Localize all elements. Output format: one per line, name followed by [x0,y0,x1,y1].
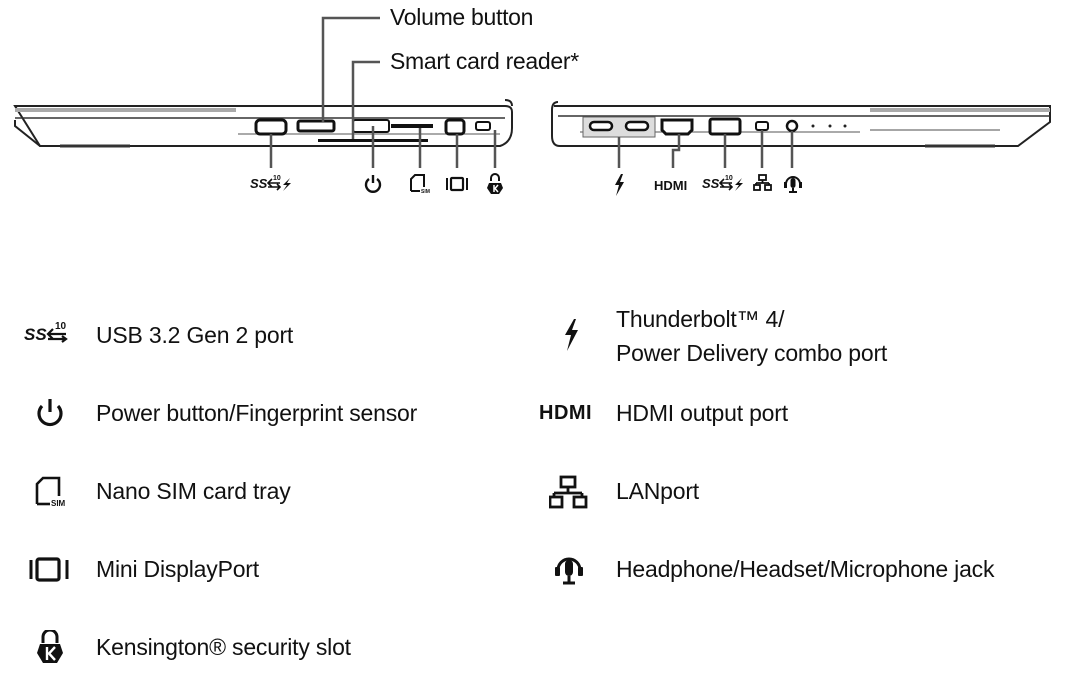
usb-ss10-pd-icon-left: SS 10 [702,175,743,191]
legend-label: HDMI output port [616,400,788,426]
laptop-left-side-view: HDMI SS 10 [551,101,1051,196]
legend-label: LANport [616,478,699,504]
power-button-slot [352,119,390,133]
usb-a-port-left [708,117,742,136]
mini-displayport-icon [29,557,69,582]
hdmi-icon: HDMI [654,178,687,193]
legend-label: Power button/Fingerprint sensor [96,400,418,426]
svg-text:SIM: SIM [421,189,430,195]
thunderbolt-icon [565,319,578,351]
svg-text:10: 10 [55,321,67,332]
power-icon [37,399,63,427]
thunderbolt-port-1 [588,120,614,132]
kensington-icon [37,630,63,663]
power-icon [364,175,382,193]
legend-label: Kensington® security slot [96,634,351,660]
legend-label-line2: Power Delivery combo port [616,340,888,366]
sim-icon: SIM [410,174,430,195]
lan-icon [549,475,588,509]
kensington-slot [475,121,491,131]
legend-label-line1: Thunderbolt™ 4/ [616,306,785,332]
usb-ss10-icon: SS 10 [24,321,68,344]
headset-icon [555,557,583,585]
ports-left [582,116,847,138]
lan-icon [753,174,772,191]
thunderbolt-icon [615,174,624,196]
ports-right [254,118,491,142]
smart-card-callout-line [351,60,380,139]
smart-card-reader-callout: Smart card reader* [390,48,579,74]
hdmi-port [660,118,694,136]
legend-label: Headphone/Headset/Microphone jack [616,556,995,582]
usb-a-port [254,118,288,136]
legend-label: USB 3.2 Gen 2 port [96,322,294,348]
hdmi-icon: HDMI [539,402,593,424]
svg-text:10: 10 [273,175,281,182]
legend-label: Mini DisplayPort [96,556,259,582]
hdmi-leader [671,134,681,168]
thunderbolt-port-2 [624,120,650,132]
usb-ss10-pd-icon: SS 10 [250,175,291,191]
mini-displayport-icon [446,176,468,192]
audio-jack [785,119,799,133]
svg-text:SS: SS [250,176,268,191]
sim-icon: SIM [35,476,66,508]
kensington-icon [487,173,503,194]
svg-text:SS: SS [702,176,720,191]
legend-label: Nano SIM card tray [96,478,291,504]
volume-rocker [296,119,336,133]
volume-button-callout: Volume button [390,4,534,30]
svg-text:SS: SS [24,325,47,344]
svg-text:10: 10 [725,175,733,182]
laptop-right-side-view: SS 10 SIM [13,16,513,195]
mini-dp-port [444,118,466,136]
sim-tray [391,124,433,128]
headset-icon [784,176,802,193]
svg-text:SIM: SIM [51,499,66,508]
lan-port [755,121,769,131]
volume-callout-line [321,16,380,122]
